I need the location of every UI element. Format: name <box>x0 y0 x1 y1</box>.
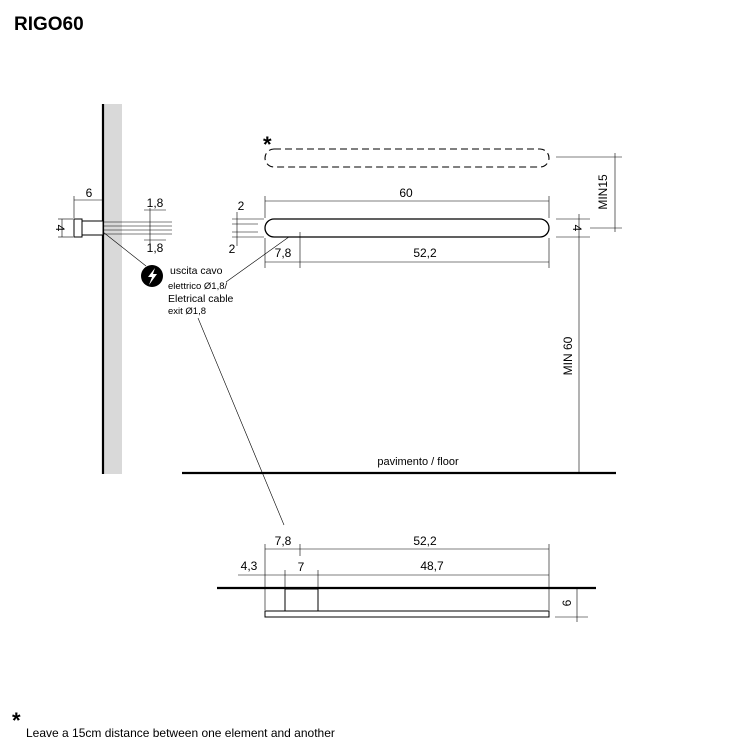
towel-bar <box>264 218 550 238</box>
front-span-label: 52,2 <box>413 246 437 260</box>
page-title: RIGO60 <box>14 14 84 35</box>
cable-note: uscita cavo elettrico Ø1,8/ Eletrical ca… <box>141 228 301 526</box>
min-spacing-label: MIN15 <box>596 174 610 210</box>
side-view: 6 4 1,8 1,8 <box>53 104 172 474</box>
floor-label: pavimento / floor <box>377 456 459 468</box>
top-rest-label: 48,7 <box>420 559 444 573</box>
min-height-label: MIN 60 <box>561 336 575 375</box>
bar-end-profile <box>73 218 83 238</box>
top-bracket-label: 7 <box>298 560 305 574</box>
bracket-profile <box>81 220 104 236</box>
overall-length-label: 60 <box>399 186 413 200</box>
cable-note-line2: elettrico Ø1,8/ <box>168 281 227 292</box>
gap-top-label: 2 <box>238 199 245 213</box>
top-left-offset-label: 7,8 <box>275 534 292 548</box>
top-span-label: 52,2 <box>413 534 437 548</box>
top-view: 7,8 52,2 4,3 7 48,7 6 <box>217 534 596 622</box>
footnote-text: Leave a 15cm distance between one elemen… <box>26 726 335 740</box>
cable-note-line3: Eletrical cable <box>168 293 234 305</box>
side-depth-label: 6 <box>86 186 93 200</box>
front-star-marker: * <box>263 132 272 157</box>
front-view: * 60 2 2 7,8 52,2 4 MIN15 <box>229 132 622 473</box>
top-depth-label: 6 <box>560 599 574 606</box>
front-left-offset-label: 7,8 <box>275 246 292 260</box>
top-bracket <box>284 588 319 612</box>
top-edge-label: 4,3 <box>241 559 258 573</box>
adjacent-bar-dashed <box>264 148 550 168</box>
cable-note-line1: uscita cavo <box>170 265 223 277</box>
side-offset-top-label: 1,8 <box>147 196 164 210</box>
bar-height-label: 4 <box>570 225 584 232</box>
cable-note-line4: exit Ø1,8 <box>168 306 206 317</box>
top-bar-outline <box>264 610 550 618</box>
wall-section <box>104 104 122 474</box>
side-height-label: 4 <box>53 225 67 232</box>
footnote-marker: * <box>12 708 21 733</box>
gap-bottom-label: 2 <box>229 242 236 256</box>
side-offset-bottom-label: 1,8 <box>147 241 164 255</box>
